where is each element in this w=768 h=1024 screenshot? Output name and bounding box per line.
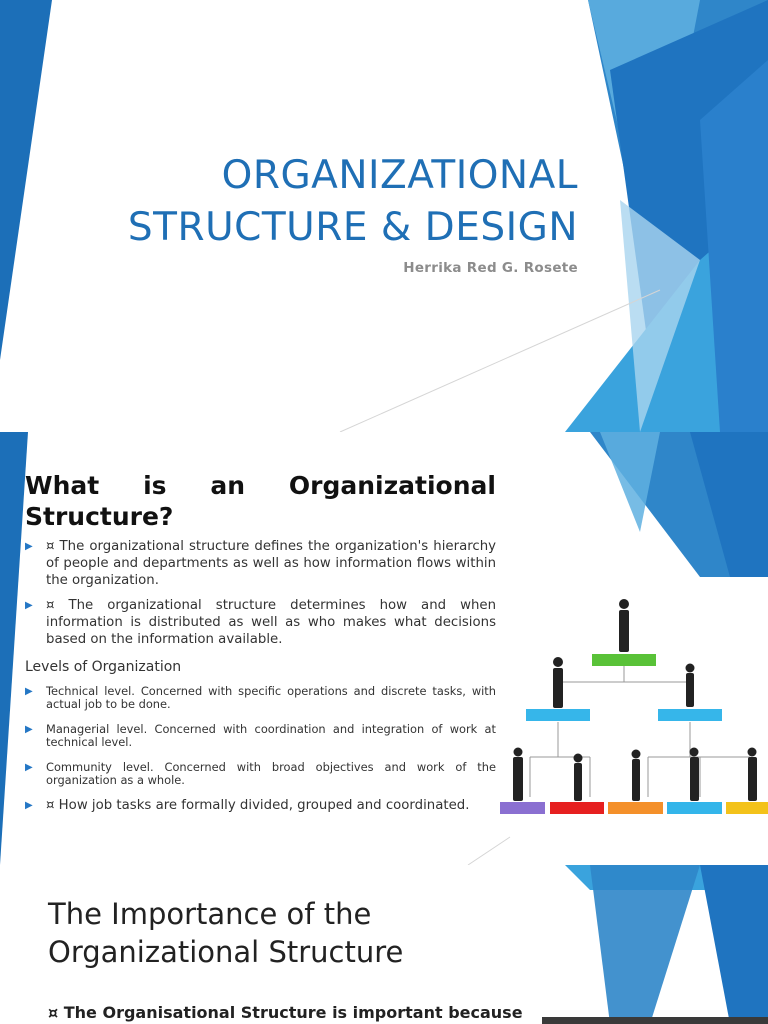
- slide-importance: The Importance of the Organizational Str…: [0, 865, 768, 1024]
- tier-bottom-block: [500, 802, 545, 814]
- list-item: ¤ The Organisational Structure is import…: [48, 1003, 523, 1022]
- bullet-arrow-icon: ▶: [25, 762, 33, 773]
- title-block: ORGANIZATIONAL STRUCTURE & DESIGN: [128, 150, 578, 254]
- list-item: ▶ ¤ The organizational structure defines…: [25, 539, 496, 588]
- slide-heading: The Importance of the Organizational Str…: [48, 895, 403, 971]
- tier-bottom-block: [726, 802, 768, 814]
- tier-bottom-block: [550, 802, 604, 814]
- list-item: ▶ Community level. Concerned with broad …: [25, 760, 496, 787]
- list-item: ▶ Technical level. Concerned with specif…: [25, 684, 496, 711]
- bullet-list-definitions: ▶ ¤ The organizational structure defines…: [25, 538, 496, 648]
- list-item: ▶ ¤ How job tasks are formally divided, …: [25, 798, 470, 813]
- heading-line1: The Importance of the: [48, 897, 372, 931]
- presentation-title-line2: STRUCTURE & DESIGN: [127, 205, 578, 250]
- bullet-arrow-icon: ▶: [25, 724, 33, 735]
- bullet-arrow-icon: ▶: [25, 600, 33, 611]
- list-item: ▶ Managerial level. Concerned with coord…: [25, 722, 496, 749]
- heading-word: an: [210, 471, 246, 500]
- heading-word: is: [143, 471, 167, 500]
- bullet-arrow-icon: ▶: [25, 686, 33, 697]
- tier-bottom-block: [667, 802, 722, 814]
- photo-image: [542, 1017, 768, 1024]
- tier-bottom-block: [608, 802, 663, 814]
- bullet-arrow-icon: ▶: [25, 541, 33, 552]
- tier-mid-block: [658, 709, 722, 721]
- tier-top-block: [592, 654, 656, 666]
- presentation-title-line1: ORGANIZATIONAL: [221, 153, 578, 198]
- decorative-shapes: [565, 865, 768, 1024]
- heading-word: Organizational: [288, 471, 496, 500]
- levels-label: Levels of Organization: [25, 659, 182, 675]
- slide-title: ORGANIZATIONAL STRUCTURE & DESIGN Herrik…: [0, 0, 768, 432]
- decorative-shapes: [0, 0, 768, 432]
- heading-line2: Structure?: [25, 502, 174, 531]
- org-chart-illustration: [500, 599, 768, 814]
- decorative-shapes: [0, 432, 768, 865]
- author-name: Herrika Red G. Rosete: [403, 260, 578, 276]
- bullet-arrow-icon: ▶: [25, 800, 33, 811]
- list-item: ▶ ¤ The organizational structure determi…: [25, 598, 496, 647]
- heading-line2: Organizational Structure: [48, 935, 404, 969]
- tier-mid-block: [526, 709, 590, 721]
- slide-what-is: What is an Organizational Structure? ▶ ¤…: [0, 432, 768, 865]
- slide-heading: What is an Organizational Structure?: [25, 470, 496, 532]
- bullet-list-levels: ▶ Technical level. Concerned with specif…: [25, 685, 496, 814]
- heading-word: What: [25, 471, 100, 500]
